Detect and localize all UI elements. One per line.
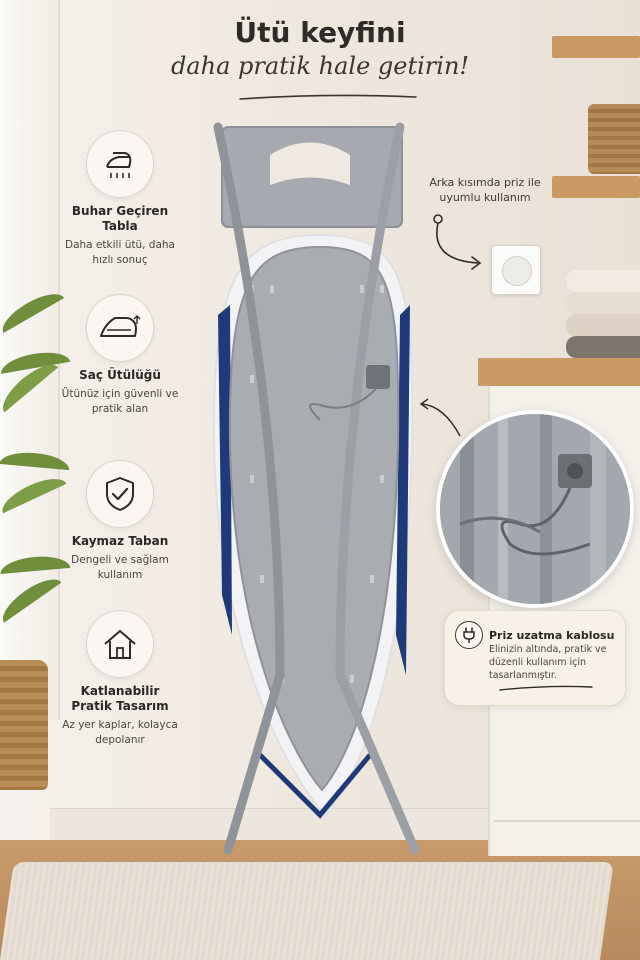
sparkle-lines-icon	[609, 406, 637, 420]
feature-hair-iron: Saç Ütülüğü Ütünüz için güvenli ve prati…	[60, 294, 180, 417]
extension-title: Priz uzatma kablosu	[489, 628, 615, 642]
cabinet-top	[478, 358, 640, 386]
floor-rug	[0, 862, 614, 960]
steam-iron-icon	[106, 152, 132, 178]
feature-desc: Daha etkili ütü, daha hızlı sonuç	[65, 239, 175, 266]
feature-title: Saç Ütülüğü	[79, 368, 161, 382]
hair-straightener-icon	[100, 315, 141, 337]
card-underline	[499, 685, 593, 691]
feature-nonslip-base: Kaymaz Taban Dengeli ve sağlam kullanım	[60, 460, 180, 583]
zoom-arrow-icon	[419, 398, 461, 437]
feature-desc: Dengeli ve sağlam kullanım	[71, 554, 169, 581]
extension-desc: Elinizin altında, pratik ve düzenli kull…	[489, 644, 607, 681]
towel	[566, 270, 640, 292]
page-title: Ütü keyfini	[234, 16, 406, 49]
feature-desc: Az yer kaplar, kolayca depolanır	[62, 719, 178, 746]
feature-title: Buhar Geçiren Tabla	[71, 204, 169, 233]
zoom-detail-circle	[436, 410, 634, 608]
cabinet-door-line	[494, 820, 640, 822]
plug-icon	[463, 627, 475, 643]
shelf-top	[552, 36, 640, 58]
subtitle-underline	[239, 94, 417, 100]
feature-desc: Ütünüz için güvenli ve pratik alan	[61, 388, 179, 415]
shield-check-icon	[106, 477, 134, 511]
curved-arrow-icon	[433, 214, 482, 270]
towel	[566, 314, 640, 336]
house-icon	[104, 630, 136, 659]
wicker-basket	[588, 104, 640, 174]
feature-title: Katlanabilir Pratik Tasarım	[71, 684, 169, 713]
wall-socket	[491, 245, 541, 295]
feature-title: Kaymaz Taban	[71, 534, 169, 548]
feature-steam-board: Buhar Geçiren Tabla Daha etkili ütü, dah…	[60, 130, 180, 268]
extension-cable-card: Priz uzatma kablosu Elinizin altında, pr…	[444, 610, 626, 706]
cable-detail-image	[440, 414, 630, 604]
back-socket-note: Arka kısımda priz ile uyumlu kullanım	[429, 176, 541, 204]
towel	[566, 336, 640, 358]
feature-foldable-design: Katlanabilir Pratik Tasarım Az yer kapla…	[60, 610, 180, 748]
towel	[566, 292, 640, 314]
shelf-middle	[552, 176, 640, 198]
ironing-board	[212, 122, 420, 855]
page-subtitle: daha pratik hale getirin!	[170, 52, 470, 80]
baseboard	[50, 808, 490, 842]
